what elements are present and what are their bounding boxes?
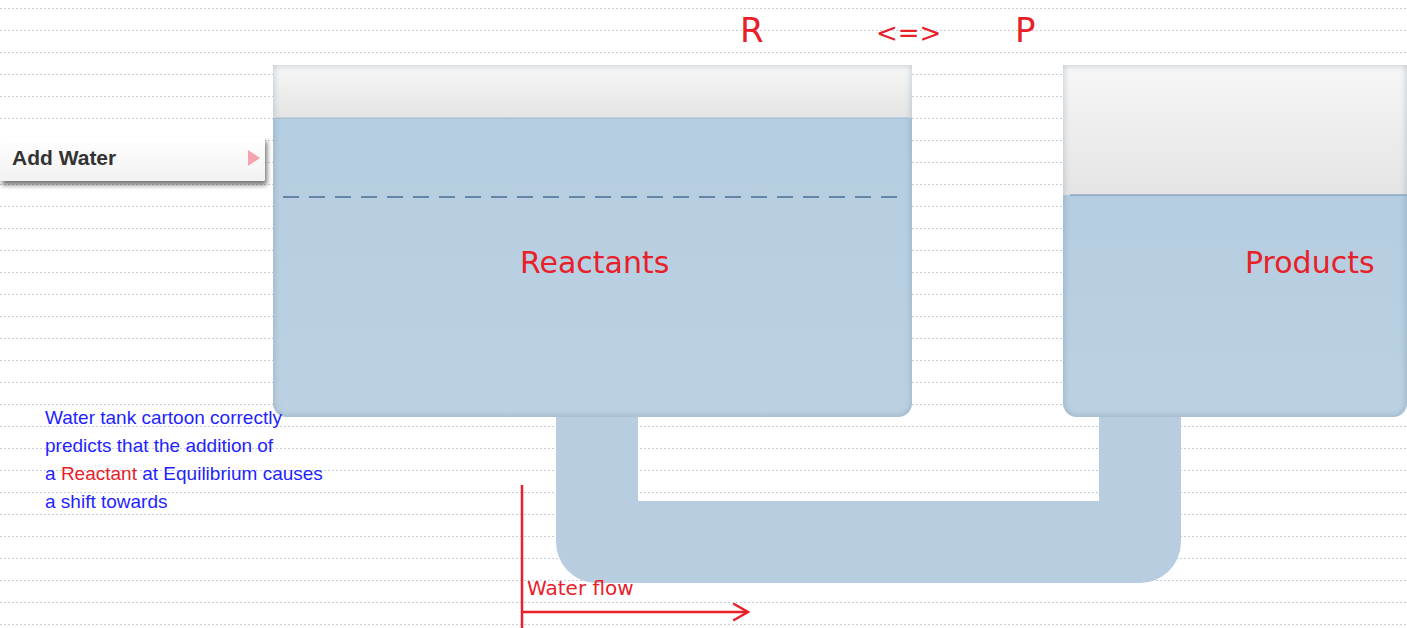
tank-label: Products — [1245, 245, 1375, 280]
equilibrium-arrow: <=> — [876, 18, 941, 48]
flow-leader-line — [521, 485, 524, 628]
reactant-tank: Reactants — [273, 65, 912, 417]
handwritten-note: Water tank cartoon correctly predicts th… — [45, 404, 323, 516]
add-arrow-symbol — [248, 150, 260, 166]
tank-label: Reactants — [520, 245, 669, 280]
connecting-pipe — [597, 416, 1140, 542]
flow-label: Water flow — [527, 576, 634, 600]
water-surface — [276, 118, 909, 119]
button-box: Add Water — [0, 137, 265, 181]
button-label: Add Water — [12, 146, 116, 170]
product-tank: Products — [1063, 65, 1407, 417]
note-keyword: Reactant — [61, 463, 137, 484]
flow-arrow-line — [522, 611, 746, 614]
flow-arrow-head — [734, 604, 748, 620]
water-surface — [1070, 195, 1407, 196]
equation-symbol: P — [1015, 10, 1036, 50]
initial-water-level — [283, 196, 902, 198]
equation-symbol: R — [740, 10, 764, 50]
